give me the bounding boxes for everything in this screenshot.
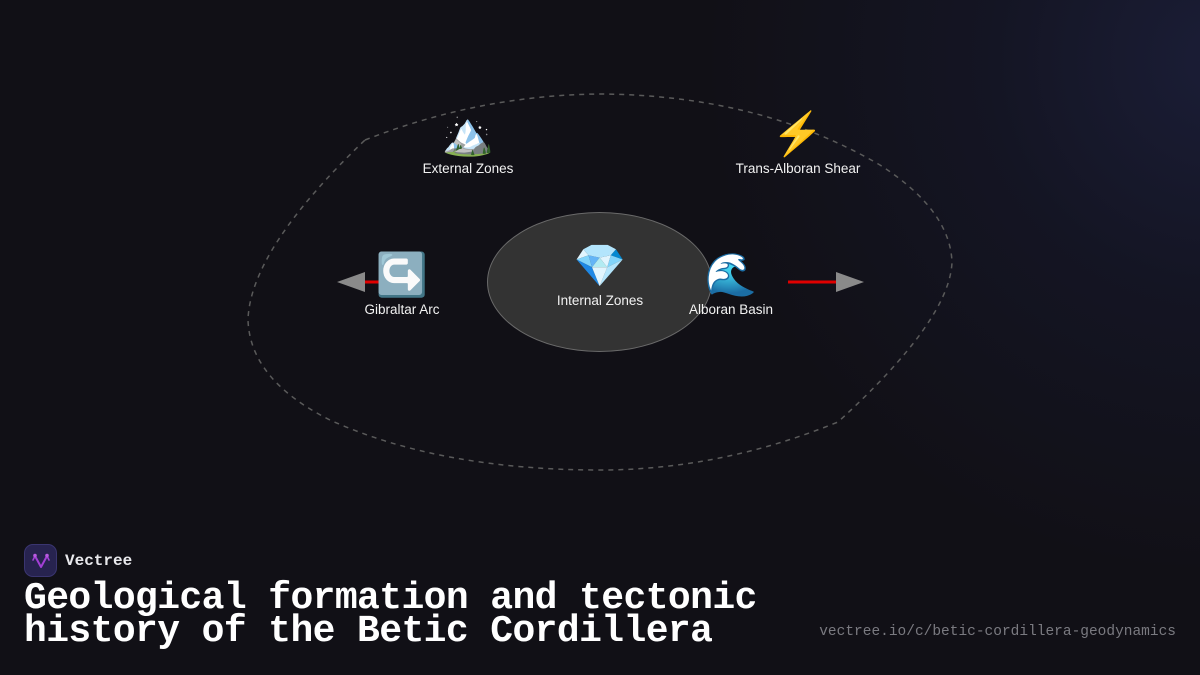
snow-capped-mountain-icon: 🏔️: [441, 110, 495, 157]
brand: Vectree: [24, 544, 132, 577]
node-label: Gibraltar Arc: [364, 302, 440, 317]
node-label: External Zones: [422, 161, 514, 176]
node-external-zones[interactable]: 🏔️ External Zones: [423, 109, 514, 176]
water-wave-icon: 🌊: [704, 251, 758, 298]
brand-name: Vectree: [65, 551, 133, 570]
node-gibraltar-arc[interactable]: ↪️ Gibraltar Arc: [364, 250, 439, 317]
node-trans-alboran-shear[interactable]: ⚡ Trans-Alboran Shear: [736, 109, 861, 176]
lightning-icon: ⚡: [771, 110, 825, 157]
node-label: Internal Zones: [556, 293, 644, 308]
node-label: Alboran Basin: [688, 302, 774, 317]
right-arrow-curving-left-icon: ↪️: [375, 251, 429, 298]
node-internal-zones[interactable]: 💎 Internal Zones: [557, 241, 643, 308]
arrow-right-head: [836, 272, 864, 292]
gem-icon: 💎: [573, 242, 627, 289]
title-line-1: Geological formation and tectonic: [24, 577, 757, 620]
node-alboran-basin[interactable]: 🌊 Alboran Basin: [689, 250, 773, 317]
vectree-logo-icon: [24, 544, 57, 577]
node-label: Trans-Alboran Shear: [735, 161, 861, 176]
internal-zones-ellipse[interactable]: [487, 212, 712, 352]
arrow-left-head: [337, 272, 365, 292]
page-title: Geological formation and tectonic histor…: [24, 577, 757, 653]
title-line-2: history of the Betic Cordillera: [24, 610, 713, 653]
source-url[interactable]: vectree.io/c/betic-cordillera-geodynamic…: [819, 624, 1176, 640]
